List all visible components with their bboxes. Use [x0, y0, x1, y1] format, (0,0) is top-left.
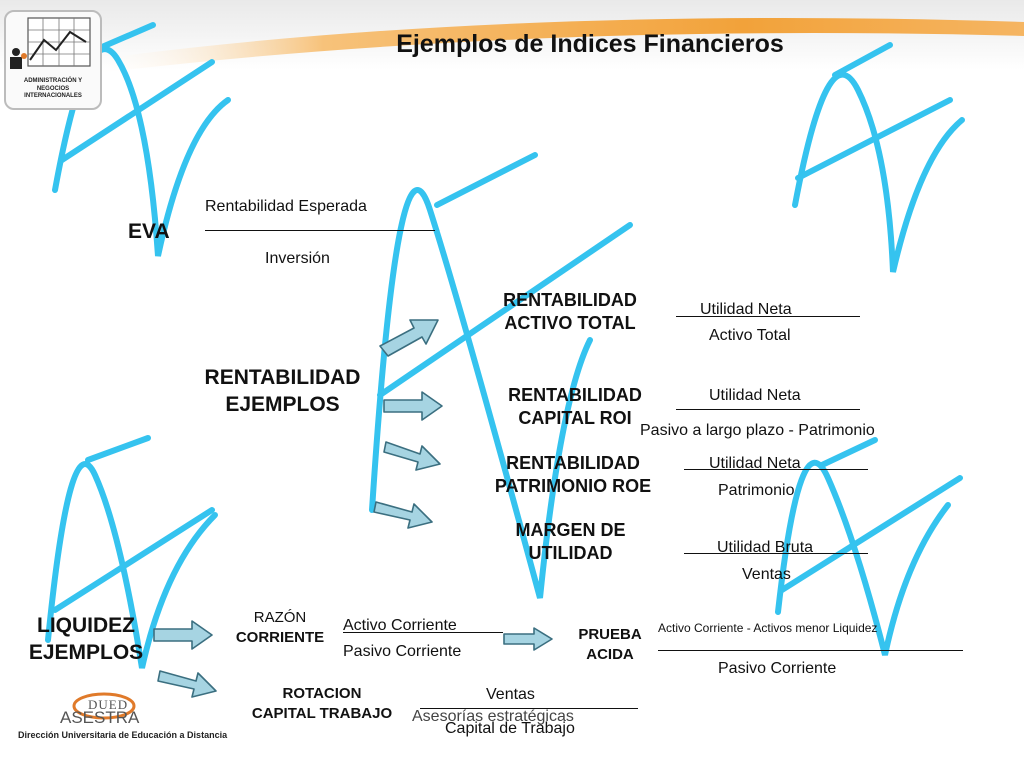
- razon-fraction-line: [343, 632, 503, 633]
- arrow-to-capital-roi: [383, 391, 443, 421]
- rentabilidad-group-label: RENTABILIDAD EJEMPLOS: [204, 366, 361, 417]
- rentabilidad-capital-roi-label: RENTABILIDAD CAPITAL ROI: [508, 385, 642, 429]
- asestra-subtitle: Asesorías estratégicas: [412, 708, 574, 725]
- institution-name: Dirección Universitaria de Educación a D…: [18, 730, 228, 740]
- patrimonio-denominator: Patrimonio: [718, 482, 795, 499]
- activo-total-fraction-line: [676, 316, 860, 317]
- razon-corriente-label: RAZÓN CORRIENTE: [235, 609, 325, 646]
- prueba-fraction-line: [658, 650, 963, 651]
- dued-logo-oval: [72, 692, 136, 720]
- capital-roi-denominator: Pasivo a largo plazo - Patrimonio: [640, 422, 875, 439]
- arrow-to-patrimonio: [383, 441, 441, 471]
- arrow-to-razon: [153, 620, 213, 650]
- activo-total-denominator: Activo Total: [709, 327, 791, 344]
- rentabilidad-arrows: [373, 319, 443, 529]
- dued-logo-text: DUED: [88, 697, 129, 712]
- capital-roi-numerator: Utilidad Neta: [709, 387, 801, 404]
- prueba-numerator: Activo Corriente - Activos menor Liquide…: [658, 621, 878, 635]
- eva-label: EVA: [128, 220, 170, 243]
- rentabilidad-patrimonio-label: RENTABILIDAD PATRIMONIO ROE: [494, 453, 652, 497]
- rotacion-denominator: Capital de Trabajo: [445, 720, 575, 737]
- av-swoosh-shapes: [45, 22, 965, 669]
- eva-numerator: Rentabilidad Esperada: [205, 198, 367, 215]
- eva-fraction-line: [205, 230, 435, 231]
- eva-denominator: Inversión: [265, 250, 330, 267]
- prueba-denominator: Pasivo Corriente: [718, 660, 837, 677]
- rotacion-capital-label: ROTACION CAPITAL TRABAJO: [251, 685, 393, 722]
- chart-logo-icon: [10, 17, 91, 69]
- liquidez-group-label: LIQUIDEZ EJEMPLOS: [28, 614, 144, 665]
- page-title: Ejemplos de Indices Financieros: [396, 30, 784, 58]
- arrow-to-activo-total: [379, 319, 439, 357]
- capital-roi-fraction-line: [676, 409, 860, 410]
- rotacion-numerator: Ventas: [486, 686, 535, 703]
- prueba-acida-label: PRUEBA ACIDA: [578, 626, 642, 663]
- asestra-watermark: ASESTRA: [60, 708, 140, 727]
- program-logo: ADMINISTRACIÓN Y NEGOCIOS INTERNACIONALE…: [4, 10, 102, 110]
- arrow-to-prueba-acida: [503, 627, 553, 651]
- razon-denominator: Pasivo Corriente: [343, 643, 462, 660]
- arrow-to-rotacion: [157, 670, 217, 698]
- liquidez-arrows: [153, 620, 217, 698]
- margen-fraction-line: [684, 553, 868, 554]
- patrimonio-fraction-line: [684, 469, 868, 470]
- margen-denominator: Ventas: [742, 566, 791, 583]
- patrimonio-numerator: Utilidad Neta: [709, 455, 801, 472]
- orange-banner: [90, 17, 1024, 74]
- margen-utilidad-label: MARGEN DE UTILIDAD: [515, 520, 626, 564]
- rentabilidad-activo-total-label: RENTABILIDAD ACTIVO TOTAL: [503, 290, 637, 334]
- logo-caption: ADMINISTRACIÓN Y NEGOCIOS INTERNACIONALE…: [23, 78, 83, 99]
- arrow-to-margen: [373, 501, 433, 529]
- activo-total-numerator: Utilidad Neta: [700, 301, 792, 318]
- razon-numerator: Activo Corriente: [343, 617, 457, 634]
- margen-numerator: Utilidad Bruta: [717, 539, 814, 556]
- rotacion-fraction-line: [420, 708, 638, 709]
